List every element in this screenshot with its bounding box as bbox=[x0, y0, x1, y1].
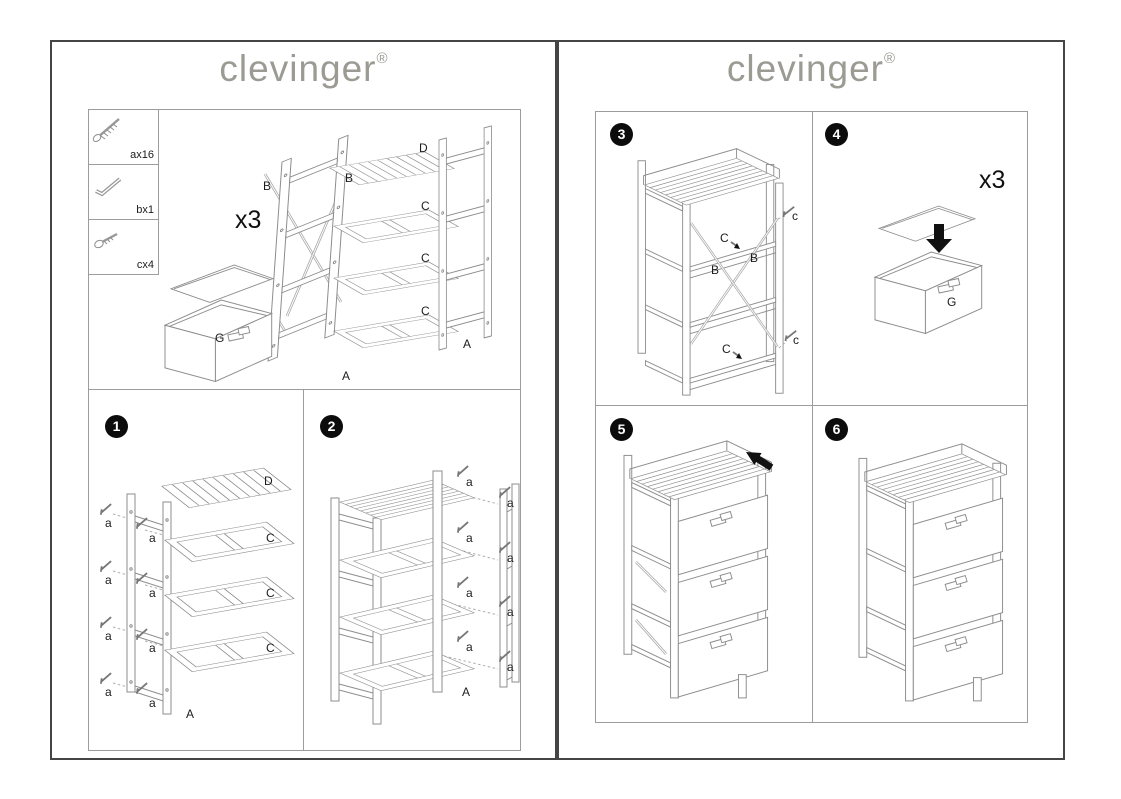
step-number-badge: 3 bbox=[610, 123, 633, 146]
part-label-c: C bbox=[421, 251, 430, 265]
screw-a-drawing bbox=[97, 503, 115, 516]
quantity-label: x3 bbox=[235, 206, 262, 234]
box-lid-drawing bbox=[170, 264, 274, 303]
screw-label-a: a bbox=[149, 531, 156, 545]
part-label-c: C bbox=[266, 586, 275, 600]
step-6-drawing bbox=[813, 406, 1027, 722]
brand-name: clevinger bbox=[726, 48, 884, 89]
part-label-b: B bbox=[263, 179, 272, 193]
step-4-panel: 4 x3 G bbox=[813, 112, 1027, 406]
screw-label-a: a bbox=[105, 685, 112, 699]
step-6-panel: 6 bbox=[813, 406, 1027, 722]
brand-name: clevinger bbox=[219, 48, 377, 89]
top-shelf-d-drawing bbox=[339, 479, 475, 521]
shelf-c-drawing bbox=[339, 594, 475, 636]
step-1-drawing bbox=[97, 467, 295, 715]
hardware-item-a: ax16 bbox=[89, 110, 158, 165]
part-label-c: C bbox=[266, 531, 275, 545]
registered-mark: ® bbox=[376, 50, 388, 67]
screw-label-a: a bbox=[466, 531, 473, 545]
right-content-box: 3 c c C C B B 4 x3 G bbox=[595, 111, 1028, 723]
part-label-d: D bbox=[419, 141, 428, 155]
shelf-c-drawing bbox=[339, 537, 475, 579]
page-left: clevinger® bbox=[50, 40, 557, 760]
screw-label-a: a bbox=[507, 660, 514, 674]
hardware-list: ax16 bx1 bbox=[89, 110, 159, 275]
part-label-a: A bbox=[462, 685, 471, 699]
step-number-badge: 4 bbox=[825, 123, 848, 146]
screw-label-a: a bbox=[466, 586, 473, 600]
hardware-label: cx4 bbox=[136, 259, 154, 271]
overview-panel: ax16 bx1 bbox=[89, 110, 520, 390]
part-label-c: C bbox=[266, 641, 275, 655]
step-2-drawing bbox=[330, 465, 520, 725]
step-3-panel: 3 c c C C B B bbox=[596, 112, 813, 406]
screw-label-c: c bbox=[792, 209, 798, 223]
hardware-label: ax16 bbox=[130, 149, 154, 161]
step-number-badge: 6 bbox=[825, 418, 848, 441]
part-label-g: G bbox=[947, 295, 957, 309]
screw-label-a: a bbox=[105, 573, 112, 587]
hardware-item-b: bx1 bbox=[89, 165, 158, 220]
screw-label-a: a bbox=[507, 605, 514, 619]
screw-label-a: a bbox=[105, 516, 112, 530]
step-number-badge: 5 bbox=[610, 418, 633, 441]
drawer-unit-drawing bbox=[859, 444, 1006, 701]
screw-a-drawing bbox=[97, 616, 115, 629]
brand-logo: clevinger® bbox=[559, 48, 1063, 90]
screw-label-c: c bbox=[793, 333, 799, 347]
part-label-b: B bbox=[345, 171, 354, 185]
part-label-a: A bbox=[186, 707, 195, 721]
step-4-drawing bbox=[874, 205, 983, 334]
screw-label-a: a bbox=[466, 640, 473, 654]
part-label-c: C bbox=[421, 199, 430, 213]
screw-label-a: a bbox=[149, 586, 156, 600]
screw-a-drawing bbox=[97, 560, 115, 573]
step-number-badge: 1 bbox=[105, 415, 128, 438]
allen-key-icon bbox=[95, 177, 122, 197]
step-5-panel: 5 bbox=[596, 406, 813, 722]
exploded-view-drawing bbox=[164, 125, 492, 382]
registered-mark: ® bbox=[884, 50, 896, 67]
box-lid-drawing bbox=[878, 205, 976, 242]
quantity-label: x3 bbox=[979, 166, 1006, 194]
side-frame-a-drawing bbox=[438, 125, 492, 351]
step-1-panel: 1 a a a a a a a a D C C C A bbox=[89, 390, 304, 750]
part-label-g: G bbox=[215, 331, 225, 345]
screw-label-a: a bbox=[149, 641, 156, 655]
drawer-unit-drawing bbox=[624, 441, 771, 698]
part-label-a: A bbox=[342, 369, 351, 383]
short-screw-icon bbox=[94, 232, 118, 249]
screw-label-a: a bbox=[507, 551, 514, 565]
step-5-drawing bbox=[596, 406, 774, 722]
screw-a-drawing bbox=[97, 672, 115, 685]
left-content-box: ax16 bx1 bbox=[88, 109, 521, 751]
part-label-a: A bbox=[463, 337, 472, 351]
arrow-down-icon bbox=[934, 224, 944, 239]
part-label-c: C bbox=[421, 304, 430, 318]
screw-label-a: a bbox=[507, 496, 514, 510]
hardware-label: bx1 bbox=[136, 204, 154, 216]
arrow-insert-icon bbox=[746, 452, 774, 471]
screw-label-c: C bbox=[720, 231, 729, 245]
part-label-d: D bbox=[264, 474, 273, 488]
brand-logo: clevinger® bbox=[52, 48, 555, 90]
screw-label-a: a bbox=[149, 696, 156, 710]
step-number-badge: 2 bbox=[320, 415, 343, 438]
part-label-b: B bbox=[750, 251, 759, 265]
shelf-c-drawing bbox=[339, 650, 475, 692]
screw-label-c: C bbox=[722, 342, 731, 356]
long-screw-icon bbox=[92, 118, 120, 143]
page-right: clevinger® 3 c c C C bbox=[557, 40, 1065, 760]
step-3-drawing bbox=[596, 112, 799, 406]
fabric-box-drawing bbox=[874, 251, 983, 334]
screw-label-a: a bbox=[466, 475, 473, 489]
hardware-item-c: cx4 bbox=[89, 220, 158, 275]
screw-label-a: a bbox=[105, 629, 112, 643]
step-2-panel: 2 a a a a a a a a A bbox=[304, 390, 520, 750]
part-label-b: B bbox=[711, 263, 720, 277]
